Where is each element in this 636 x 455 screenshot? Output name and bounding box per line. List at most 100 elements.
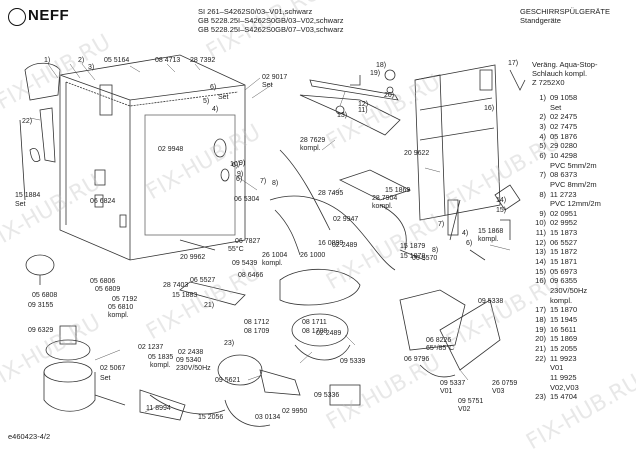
legend-item: PVC 8mm/2m	[530, 180, 597, 189]
category-title: GESCHIRRSPÜLGERÄTE	[520, 7, 611, 16]
legend-index: 15)	[535, 266, 546, 276]
part-number-label: 26 1000	[300, 252, 326, 259]
legend-item: 19)16 5611	[530, 325, 576, 334]
part-number-label: 28 7904	[372, 195, 398, 202]
part-number-label: 11 8994	[146, 405, 171, 412]
part-number-label: V03	[492, 388, 505, 395]
part-number-label: kompl.	[478, 236, 499, 243]
legend-index: 9)	[539, 208, 546, 218]
legend-value: 02 2475	[550, 112, 578, 122]
part-number-label: 02 2489	[316, 330, 342, 337]
part-number-label: 02 2489	[332, 242, 358, 249]
part-number-label: 08 1708	[302, 328, 328, 335]
part-number-label: 15 2056	[198, 414, 224, 421]
part-number-label: 15 1868	[478, 228, 504, 235]
neff-logo-icon	[8, 8, 26, 26]
part-number-label: 06 5527	[190, 277, 216, 284]
model-line-3: GB 5228.25I–S4262S0GB/07–V03,schwarz	[198, 25, 344, 34]
legend-item: 13) 15 1872	[530, 247, 577, 256]
legend-value: kompl.	[550, 295, 573, 305]
part-number-label: 06 6824	[90, 198, 116, 205]
part-number-label: 02 9947	[333, 216, 359, 223]
legend-index: 17)	[535, 305, 546, 315]
door-panel	[384, 64, 526, 261]
legend-item: 16)09 6355	[530, 276, 577, 285]
sump-assembly	[149, 268, 501, 427]
part-number-label: 09 5338	[478, 298, 504, 305]
part-number-label: 9)	[239, 160, 246, 167]
legend-value: 29 0280	[550, 141, 578, 151]
part-number-label: 7)	[438, 221, 445, 228]
part-number-label: 230V/50Hz	[176, 365, 211, 372]
legend-index: 13)	[535, 247, 546, 257]
part-number-label: 06 9796	[404, 356, 430, 363]
legend-index: 14)	[535, 257, 546, 267]
part-number-label: 14)	[496, 197, 507, 204]
legend-index: 6)	[539, 150, 546, 160]
part-number-label: 05 6810	[108, 304, 134, 311]
legend-item: 6) 10 4298	[530, 151, 577, 160]
legend-index: 18)	[535, 314, 546, 324]
part-number-label: 03 0134	[255, 414, 281, 421]
leader-lines	[29, 63, 511, 413]
part-number-label: 02 1237	[138, 344, 164, 351]
part-number-label: 6)	[236, 176, 243, 183]
part-number-label: kompl.	[300, 145, 321, 152]
legend-value: 10 4298	[550, 150, 578, 160]
model-line-2: GB 5228.25I–S4262S0GB/03–V02,schwarz	[198, 16, 344, 25]
part-number-label: 08 1709	[244, 328, 270, 335]
part-number-label: 09 5336	[314, 392, 340, 399]
part-number-label: 6)	[210, 84, 217, 91]
part-number-label: 09 5339	[340, 358, 366, 365]
part-number-label: 6)	[232, 162, 239, 169]
legend-value: 05 1876	[550, 131, 578, 141]
part-number-label: V02	[458, 406, 471, 413]
legend-item: 9)02 0951	[530, 209, 577, 218]
legend-index: 3)	[539, 121, 546, 131]
legend-item: 8) 11 2723	[530, 189, 577, 199]
part-number-label: 08 1712	[244, 319, 270, 326]
part-number-label: 08 6466	[238, 272, 264, 279]
legend-index: 8)	[539, 189, 546, 199]
legend-value: 15 1872	[550, 247, 578, 257]
part-number-label: 15)	[496, 207, 507, 214]
legend-value: Set	[550, 102, 562, 112]
part-number-label: 4)	[462, 230, 469, 237]
part-number-label: 8)	[272, 180, 279, 187]
part-number-label: 28 7392	[190, 57, 216, 64]
part-number-label: 16)	[484, 105, 495, 112]
part-number-label: 26 0759	[492, 380, 518, 387]
part-number-label: 08 1711	[302, 319, 327, 326]
legend-item: kompl.	[530, 296, 572, 305]
part-number-label: 17)	[508, 60, 519, 67]
part-number-label: 10)	[230, 161, 241, 168]
legend-value: 15 4704	[550, 392, 578, 402]
legend-value: 05 6973	[550, 266, 578, 276]
part-number-label: 05 7192	[112, 296, 138, 303]
part-number-label: 15 1883	[172, 292, 198, 299]
part-number-label: Set	[100, 375, 111, 382]
part-number-label: 4)	[212, 106, 219, 113]
part-number-label: 7)	[260, 178, 267, 185]
legend-item: 11)15 1873	[530, 228, 577, 237]
legend-item: 17)15 1870	[530, 305, 577, 314]
part-number-label: 23)	[224, 340, 235, 347]
part-number-label: 1)	[44, 57, 51, 64]
part-number-label: 02 2438	[178, 349, 204, 356]
legend-item: V01	[530, 363, 563, 372]
part-number-label: 13)	[337, 112, 348, 119]
part-number-label: 02 9950	[282, 408, 308, 415]
legend-index: 7)	[539, 170, 546, 180]
legend-value: 15 1945	[550, 314, 578, 324]
part-number-label: 05 6809	[95, 286, 121, 293]
part-number-label: 09 5337	[440, 380, 466, 387]
tub-frame	[59, 54, 246, 261]
part-number-label: 12)	[358, 101, 369, 108]
legend-value: 11 2723	[550, 189, 577, 199]
legend-item: Set	[530, 103, 561, 112]
legend-value: 08 6373	[550, 170, 578, 180]
legend-item: 10)02 9952	[530, 218, 577, 227]
model-line-1: SI 261–S4262S0/03–V01,schwarz	[198, 7, 313, 16]
legend-value: 15 1871	[550, 257, 578, 267]
part-number-label: V01	[440, 388, 453, 395]
